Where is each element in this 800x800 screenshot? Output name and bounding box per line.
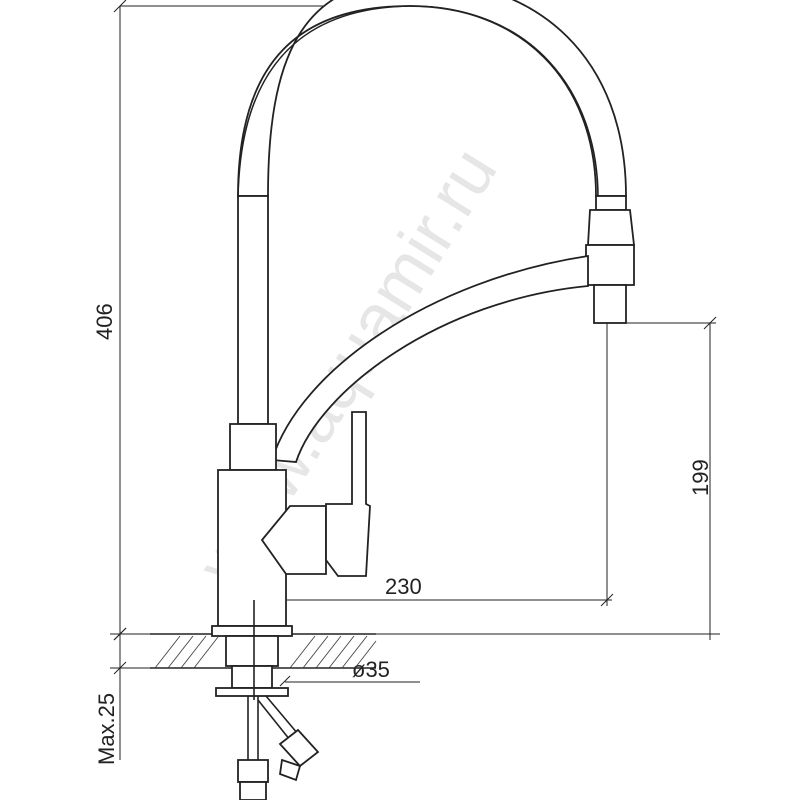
spout-collar bbox=[595, 195, 627, 211]
column bbox=[237, 195, 269, 425]
dim-label-230: 230 bbox=[385, 574, 422, 599]
dim-label-35: ø35 bbox=[352, 657, 390, 682]
dim-diameter-35: ø35 bbox=[279, 657, 420, 687]
dim-label-199: 199 bbox=[688, 459, 713, 496]
dim-spout-height-199: 199 bbox=[605, 316, 717, 640]
spout-head bbox=[587, 209, 636, 246]
supply-hoses bbox=[237, 695, 320, 800]
lever-handle bbox=[325, 411, 371, 577]
pull-hose bbox=[270, 254, 589, 463]
faucet bbox=[211, 0, 636, 800]
dim-label-406: 406 bbox=[92, 303, 117, 340]
base-nut bbox=[211, 625, 293, 637]
spout-outlet bbox=[593, 284, 627, 324]
dim-label-max25: Max.25 bbox=[94, 693, 119, 765]
column-collar bbox=[229, 423, 277, 471]
dim-countertop-max25: Max.25 bbox=[94, 627, 225, 765]
